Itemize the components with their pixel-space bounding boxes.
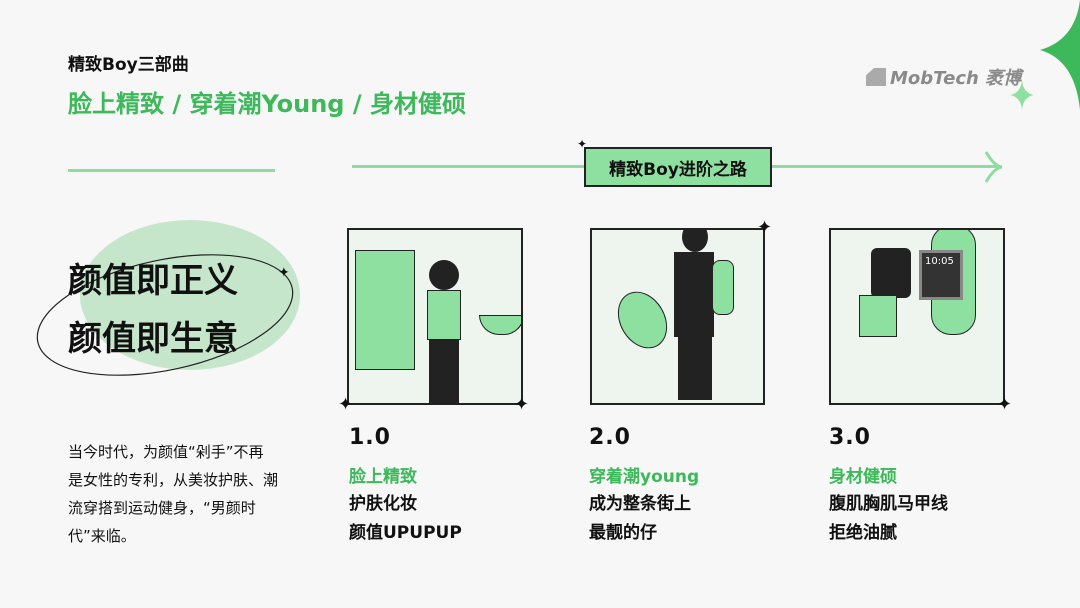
- card-title: 穿着潮young: [589, 467, 700, 487]
- card-1: 1.0 脸上精致 护肤化妆 颜值UPUPUP: [349, 425, 462, 545]
- slogan-line: 颜值即生意: [68, 319, 238, 359]
- illustration-fashion: [590, 228, 765, 405]
- card-line: 腹肌胸肌马甲线: [829, 494, 948, 514]
- card-number: 2.0: [589, 425, 631, 450]
- roadmap-label: 精致Boy进阶之路: [584, 147, 772, 187]
- brand-logo: MobTech 袤博: [866, 64, 1021, 90]
- card-line: 拒绝油腻: [829, 523, 897, 543]
- sparkle-icon: ✦: [757, 217, 773, 238]
- card-number: 3.0: [829, 425, 871, 450]
- sparkle-icon: ✦: [278, 265, 290, 281]
- card-3: 3.0 身材健硕 腹肌胸肌马甲线 拒绝油腻: [829, 425, 948, 545]
- illustration-fitness: 10:05: [829, 228, 1005, 405]
- page-title: 脸上精致 / 穿着潮Young / 身材健硕: [68, 90, 466, 118]
- card-line: 颜值UPUPUP: [349, 523, 462, 543]
- page-kicker: 精致Boy三部曲: [68, 55, 189, 75]
- card-2: 2.0 穿着潮young 成为整条街上 最靓的仔: [589, 425, 699, 545]
- logo-text: MobTech 袤博: [890, 68, 1022, 89]
- arrow-right-icon: [984, 151, 1003, 183]
- slogan: 颜值即正义 颜值即生意: [68, 252, 238, 368]
- illustration-skincare: [347, 228, 523, 405]
- logo-icon: [866, 68, 886, 86]
- slogan-line: 颜值即正义: [68, 261, 238, 301]
- intro-paragraph: 当今时代，为颜值“剁手”不再是女性的专利，从美妆护肤、潮流穿搭到运动健身，“男颜…: [68, 443, 279, 545]
- sparkle-icon: ✦: [577, 137, 588, 151]
- decorative-star-icon: [1010, 0, 1080, 110]
- card-title: 身材健硕: [829, 467, 897, 487]
- card-line: 最靓的仔: [589, 523, 657, 543]
- card-line: 成为整条街上: [589, 494, 691, 514]
- sparkle-icon: ✦: [997, 394, 1013, 415]
- sparkle-icon: ✦: [514, 394, 530, 415]
- card-title: 脸上精致: [349, 467, 417, 487]
- slogan-ellipse: [36, 220, 300, 376]
- card-line: 护肤化妆: [349, 494, 417, 514]
- card-number: 1.0: [349, 425, 391, 450]
- divider: [68, 169, 275, 172]
- sparkle-icon: ✦: [338, 394, 354, 415]
